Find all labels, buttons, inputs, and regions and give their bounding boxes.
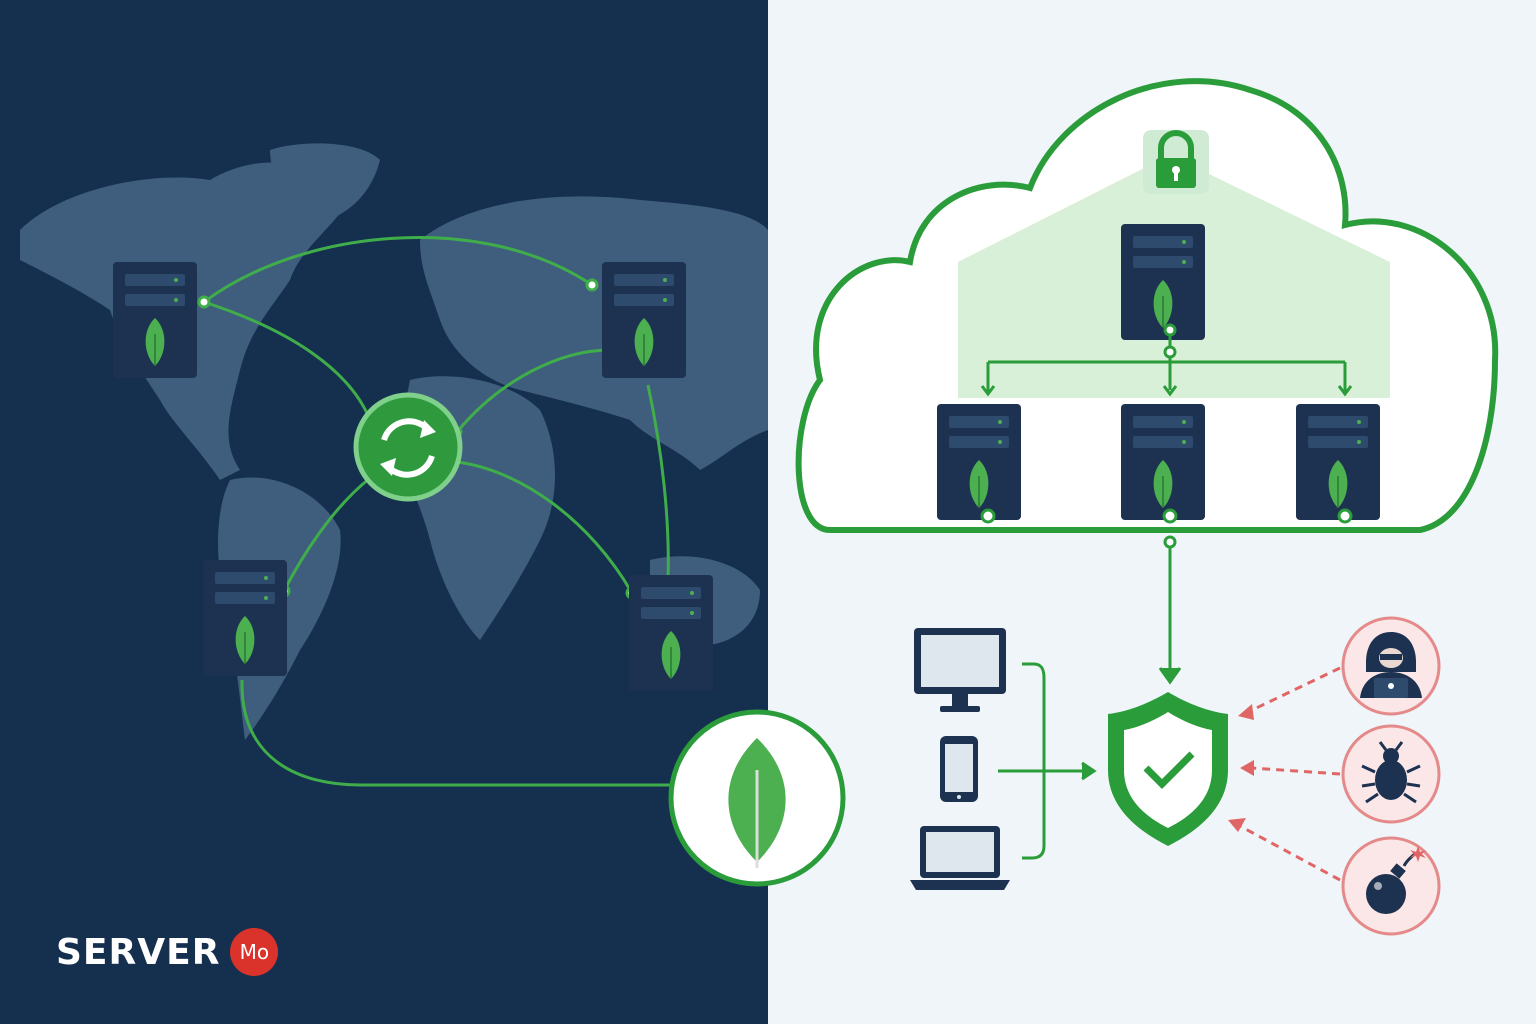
leaf-badge: [668, 709, 846, 887]
brand-wordmark: SERVER: [56, 931, 221, 973]
left-panel-background: [0, 0, 768, 1024]
link-na-asia: [203, 236, 593, 304]
leaf-icon: [728, 738, 786, 868]
smartphone-icon: [940, 736, 978, 802]
link-na-hub: [203, 300, 372, 421]
server-replica-2: [1120, 403, 1206, 521]
threat-arrowheads: [1228, 704, 1254, 832]
server-replica-3: [1295, 403, 1381, 521]
link-sa-leaf: [240, 679, 672, 787]
server-replica-1: [936, 403, 1022, 521]
server-south-america: [202, 559, 288, 677]
replication-links: [203, 236, 672, 787]
link-asia-sea: [646, 384, 670, 581]
cloud-link-nodes: [980, 323, 1353, 549]
desktop-monitor-icon: [914, 628, 1006, 712]
cloud-tree-links: [980, 330, 1353, 685]
map-greenland: [270, 143, 380, 225]
node-dot: [585, 278, 599, 292]
link-hub-sea: [456, 460, 634, 594]
sync-icon: [353, 392, 463, 502]
bug-icon: [1341, 724, 1441, 824]
node-dot: [197, 295, 211, 309]
server-asia: [601, 261, 687, 379]
hacker-icon: [1341, 616, 1441, 716]
device-links: [998, 662, 1097, 860]
padlock-icon: [1143, 130, 1209, 194]
brand-badge: Mo: [230, 928, 279, 976]
server-primary: [1120, 223, 1206, 341]
server-north-america: [112, 261, 198, 379]
server-brand-logo: SERVER Mo: [56, 928, 279, 976]
link-hub-asia: [455, 348, 611, 433]
link-hub-sa: [282, 476, 371, 592]
server-southeast-asia: [628, 574, 714, 692]
threat-links: [1239, 666, 1341, 882]
laptop-icon: [910, 826, 1010, 890]
shield-check-icon: [1108, 692, 1228, 846]
bomb-icon: [1341, 836, 1441, 936]
